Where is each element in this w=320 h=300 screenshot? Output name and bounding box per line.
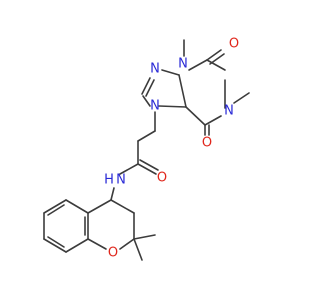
- bond: [178, 74, 187, 108]
- bond: [119, 163, 139, 175]
- bond: [139, 159, 159, 171]
- hydrogen-label: H: [104, 173, 114, 188]
- bond: [142, 95, 151, 107]
- oxygen-label: O: [202, 136, 212, 151]
- bond: [185, 106, 206, 126]
- bond: [65, 238, 89, 253]
- bond: [133, 238, 143, 261]
- bond: [141, 77, 151, 95]
- nitrogen-label: N: [116, 173, 126, 188]
- bond: [233, 92, 250, 104]
- structure-svg: N N N N O O O N H O: [43, 37, 250, 261]
- oxygen-label: O: [108, 246, 118, 261]
- bond: [161, 69, 180, 76]
- nitrogen-label: N: [150, 62, 160, 77]
- bond: [158, 105, 187, 108]
- bond: [47, 236, 65, 248]
- bond: [87, 199, 112, 214]
- bond: [65, 199, 89, 214]
- bond: [87, 238, 107, 250]
- bond: [209, 53, 225, 65]
- bond: [206, 49, 222, 61]
- nitrogen-label: N: [178, 57, 188, 72]
- bond: [133, 234, 156, 240]
- bond: [145, 79, 155, 97]
- bond: [43, 199, 67, 214]
- bond: [119, 238, 135, 250]
- bond: [110, 199, 135, 214]
- bond: [137, 163, 157, 175]
- bonds: [43, 39, 250, 261]
- bond: [43, 238, 67, 253]
- nitrogen-label: N: [150, 99, 160, 114]
- bond: [110, 187, 115, 201]
- oxygen-label: O: [157, 171, 167, 186]
- atom-labels: N N N N O O O N H O: [104, 37, 239, 261]
- bond: [204, 115, 222, 126]
- bond: [188, 59, 208, 71]
- bond: [137, 130, 156, 142]
- molecule-diagram: N N N N O O O N H O: [43, 37, 250, 261]
- nitrogen-label: N: [224, 104, 234, 119]
- oxygen-label: O: [229, 37, 239, 52]
- bond: [206, 59, 226, 71]
- bond: [47, 204, 65, 216]
